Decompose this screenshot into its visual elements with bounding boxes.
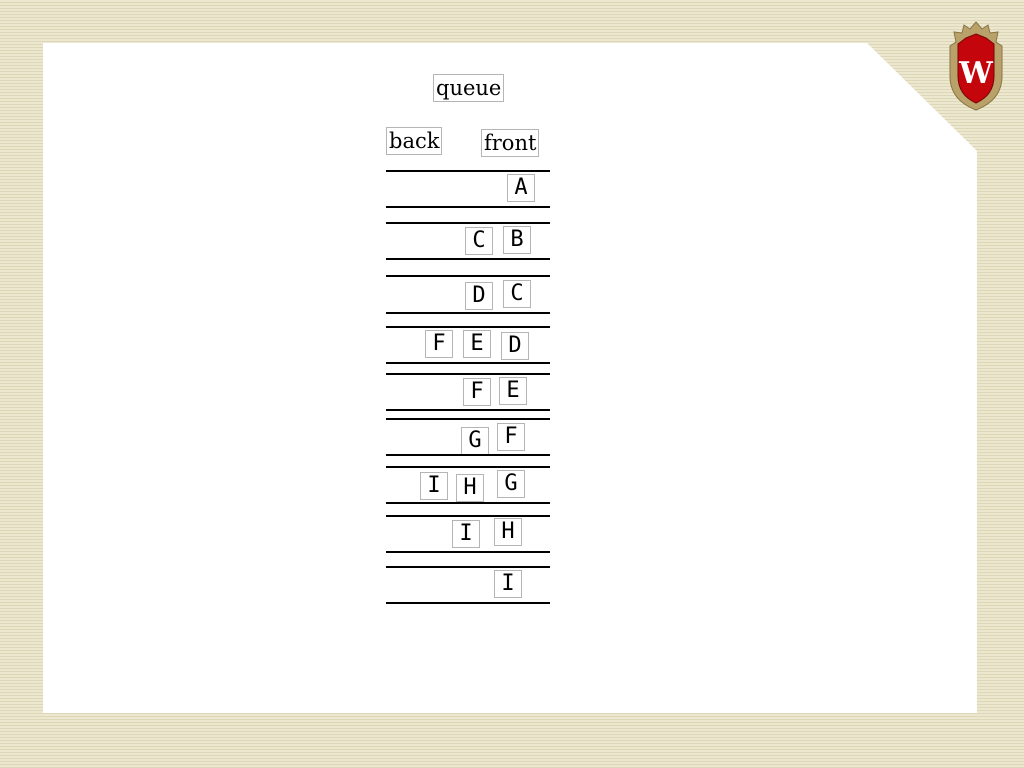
row-3-bottom-line	[386, 312, 550, 314]
university-crest-logo: W	[949, 21, 1003, 111]
row-1-bottom-line	[386, 206, 550, 208]
queue-item: G	[497, 470, 525, 498]
queue-item: B	[503, 226, 531, 254]
front-label: front	[481, 129, 540, 157]
queue-title: queue	[433, 74, 505, 102]
queue-item: D	[501, 332, 529, 360]
queue-item: G	[461, 427, 489, 455]
queue-item: I	[420, 472, 448, 500]
queue-item: E	[499, 377, 527, 405]
queue-item: C	[503, 280, 531, 308]
row-4-bottom-line	[386, 362, 550, 364]
queue-item: I	[452, 520, 480, 548]
row-5-bottom-line	[386, 409, 550, 411]
queue-item: H	[494, 518, 522, 546]
queue-item: D	[465, 282, 493, 310]
svg-text:W: W	[958, 56, 994, 91]
queue-item: I	[494, 570, 522, 598]
row-6-top-line	[386, 418, 550, 420]
row-6-bottom-line	[386, 454, 550, 456]
queue-item: C	[465, 227, 493, 255]
row-2-bottom-line	[386, 258, 550, 260]
row-1-top-line	[386, 170, 550, 172]
queue-item: F	[497, 423, 525, 451]
row-9-bottom-line	[386, 602, 550, 604]
queue-item: F	[463, 378, 491, 406]
row-4-top-line	[386, 326, 550, 328]
queue-item: H	[456, 474, 484, 502]
row-8-top-line	[386, 515, 550, 517]
row-7-top-line	[386, 466, 550, 468]
queue-item: F	[425, 330, 453, 358]
row-8-bottom-line	[386, 551, 550, 553]
queue-item: A	[507, 174, 535, 202]
row-9-top-line	[386, 566, 550, 568]
row-2-top-line	[386, 222, 550, 224]
row-7-bottom-line	[386, 502, 550, 504]
row-5-top-line	[386, 373, 550, 375]
back-label: back	[386, 127, 443, 155]
queue-item: E	[463, 330, 491, 358]
row-3-top-line	[386, 275, 550, 277]
